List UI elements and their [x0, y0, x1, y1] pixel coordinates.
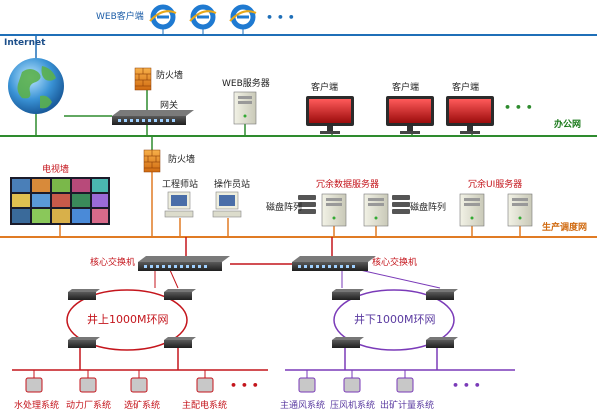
subsystem-node-icon	[25, 377, 43, 393]
gateway-switch-icon	[112, 110, 194, 125]
subsystem-label: 出矿计量系统	[380, 401, 435, 411]
core-switch-icon	[138, 256, 230, 271]
office-client-label: 客户端	[452, 83, 480, 93]
subsystem-node-icon	[343, 377, 361, 393]
disk-array-label-left: 磁盘阵列	[266, 203, 303, 213]
web-server-label: WEB服务器	[222, 79, 270, 89]
globe-icon	[8, 58, 64, 114]
client-monitor-icon	[386, 96, 434, 134]
ring-down-label: 井下1000M环网	[354, 313, 436, 326]
web-clients-label: WEB客户端	[96, 12, 144, 22]
production-network-label: 生产调度网	[542, 223, 588, 233]
ring-switch-icon	[68, 337, 100, 348]
subsystem-node-icon	[79, 377, 97, 393]
firewall-icon	[134, 67, 152, 91]
subsystem-down-more-dots: • • •	[452, 379, 481, 392]
subsystem-node-icon	[130, 377, 148, 393]
ie-browser-icon	[149, 4, 177, 30]
subsystem-label: 主配电系统	[182, 401, 228, 411]
firewall-icon	[143, 149, 161, 173]
ring-up-label: 井上1000M环网	[87, 313, 169, 326]
ie-browser-icon	[189, 4, 217, 30]
core-switch-right-label: 核心交换机	[372, 258, 418, 268]
client-monitor-icon	[446, 96, 494, 134]
ring-down	[333, 289, 455, 351]
data-server-icon	[321, 193, 347, 227]
core-switch-left-label: 核心交换机	[90, 258, 136, 268]
subsystem-label: 选矿系统	[124, 401, 161, 411]
operator-workstation-icon	[212, 191, 242, 218]
office-more-dots: • • •	[504, 101, 533, 114]
office-client-label: 客户端	[311, 83, 339, 93]
ring-switch-icon	[426, 337, 458, 348]
ring-switch-icon	[164, 337, 196, 348]
operator-station-label: 操作员站	[214, 180, 251, 190]
engineer-station-label: 工程师站	[162, 180, 199, 190]
subsystem-label: 动力厂系统	[66, 401, 112, 411]
subsystem-node-icon	[196, 377, 214, 393]
office-firewall-label: 防火墙	[156, 71, 184, 81]
subsystem-label: 水处理系统	[14, 401, 60, 411]
ring-switch-icon	[332, 289, 364, 300]
web-server-icon	[233, 91, 257, 125]
video-wall-icon	[10, 177, 110, 225]
client-monitor-icon	[306, 96, 354, 134]
ui-server-icon	[507, 193, 533, 227]
data-server-icon	[363, 193, 389, 227]
ring-switch-icon	[426, 289, 458, 300]
redundant-data-server-label: 冗余数据服务器	[316, 180, 380, 190]
video-wall-label: 电视墙	[42, 165, 70, 175]
disk-array-label-right: 磁盘阵列	[410, 203, 447, 213]
office-client-label: 客户端	[392, 83, 420, 93]
gateway-label: 网关	[160, 101, 179, 111]
office-network-label: 办公网	[554, 120, 582, 130]
subsystem-label: 压风机系统	[330, 401, 376, 411]
subsystem-node-icon	[396, 377, 414, 393]
production-firewall-label: 防火墙	[168, 155, 196, 165]
disk-array-icon	[298, 195, 316, 214]
subsystem-label: 主通风系统	[280, 401, 326, 411]
ui-server-icon	[459, 193, 485, 227]
ring-switch-icon	[68, 289, 100, 300]
ie-browser-icon	[229, 4, 257, 30]
internet-label: Internet	[4, 38, 46, 48]
disk-array-icon	[392, 195, 410, 214]
internet-more-dots: • • •	[266, 11, 295, 24]
subsystem-up-more-dots: • • •	[230, 379, 259, 392]
ring-switch-icon	[332, 337, 364, 348]
core-switch-icon	[292, 256, 376, 271]
engineer-workstation-icon	[164, 191, 194, 218]
redundant-ui-server-label: 冗余UI服务器	[468, 180, 523, 190]
ring-switch-icon	[164, 289, 196, 300]
subsystem-node-icon	[298, 377, 316, 393]
ring-up	[66, 289, 188, 351]
